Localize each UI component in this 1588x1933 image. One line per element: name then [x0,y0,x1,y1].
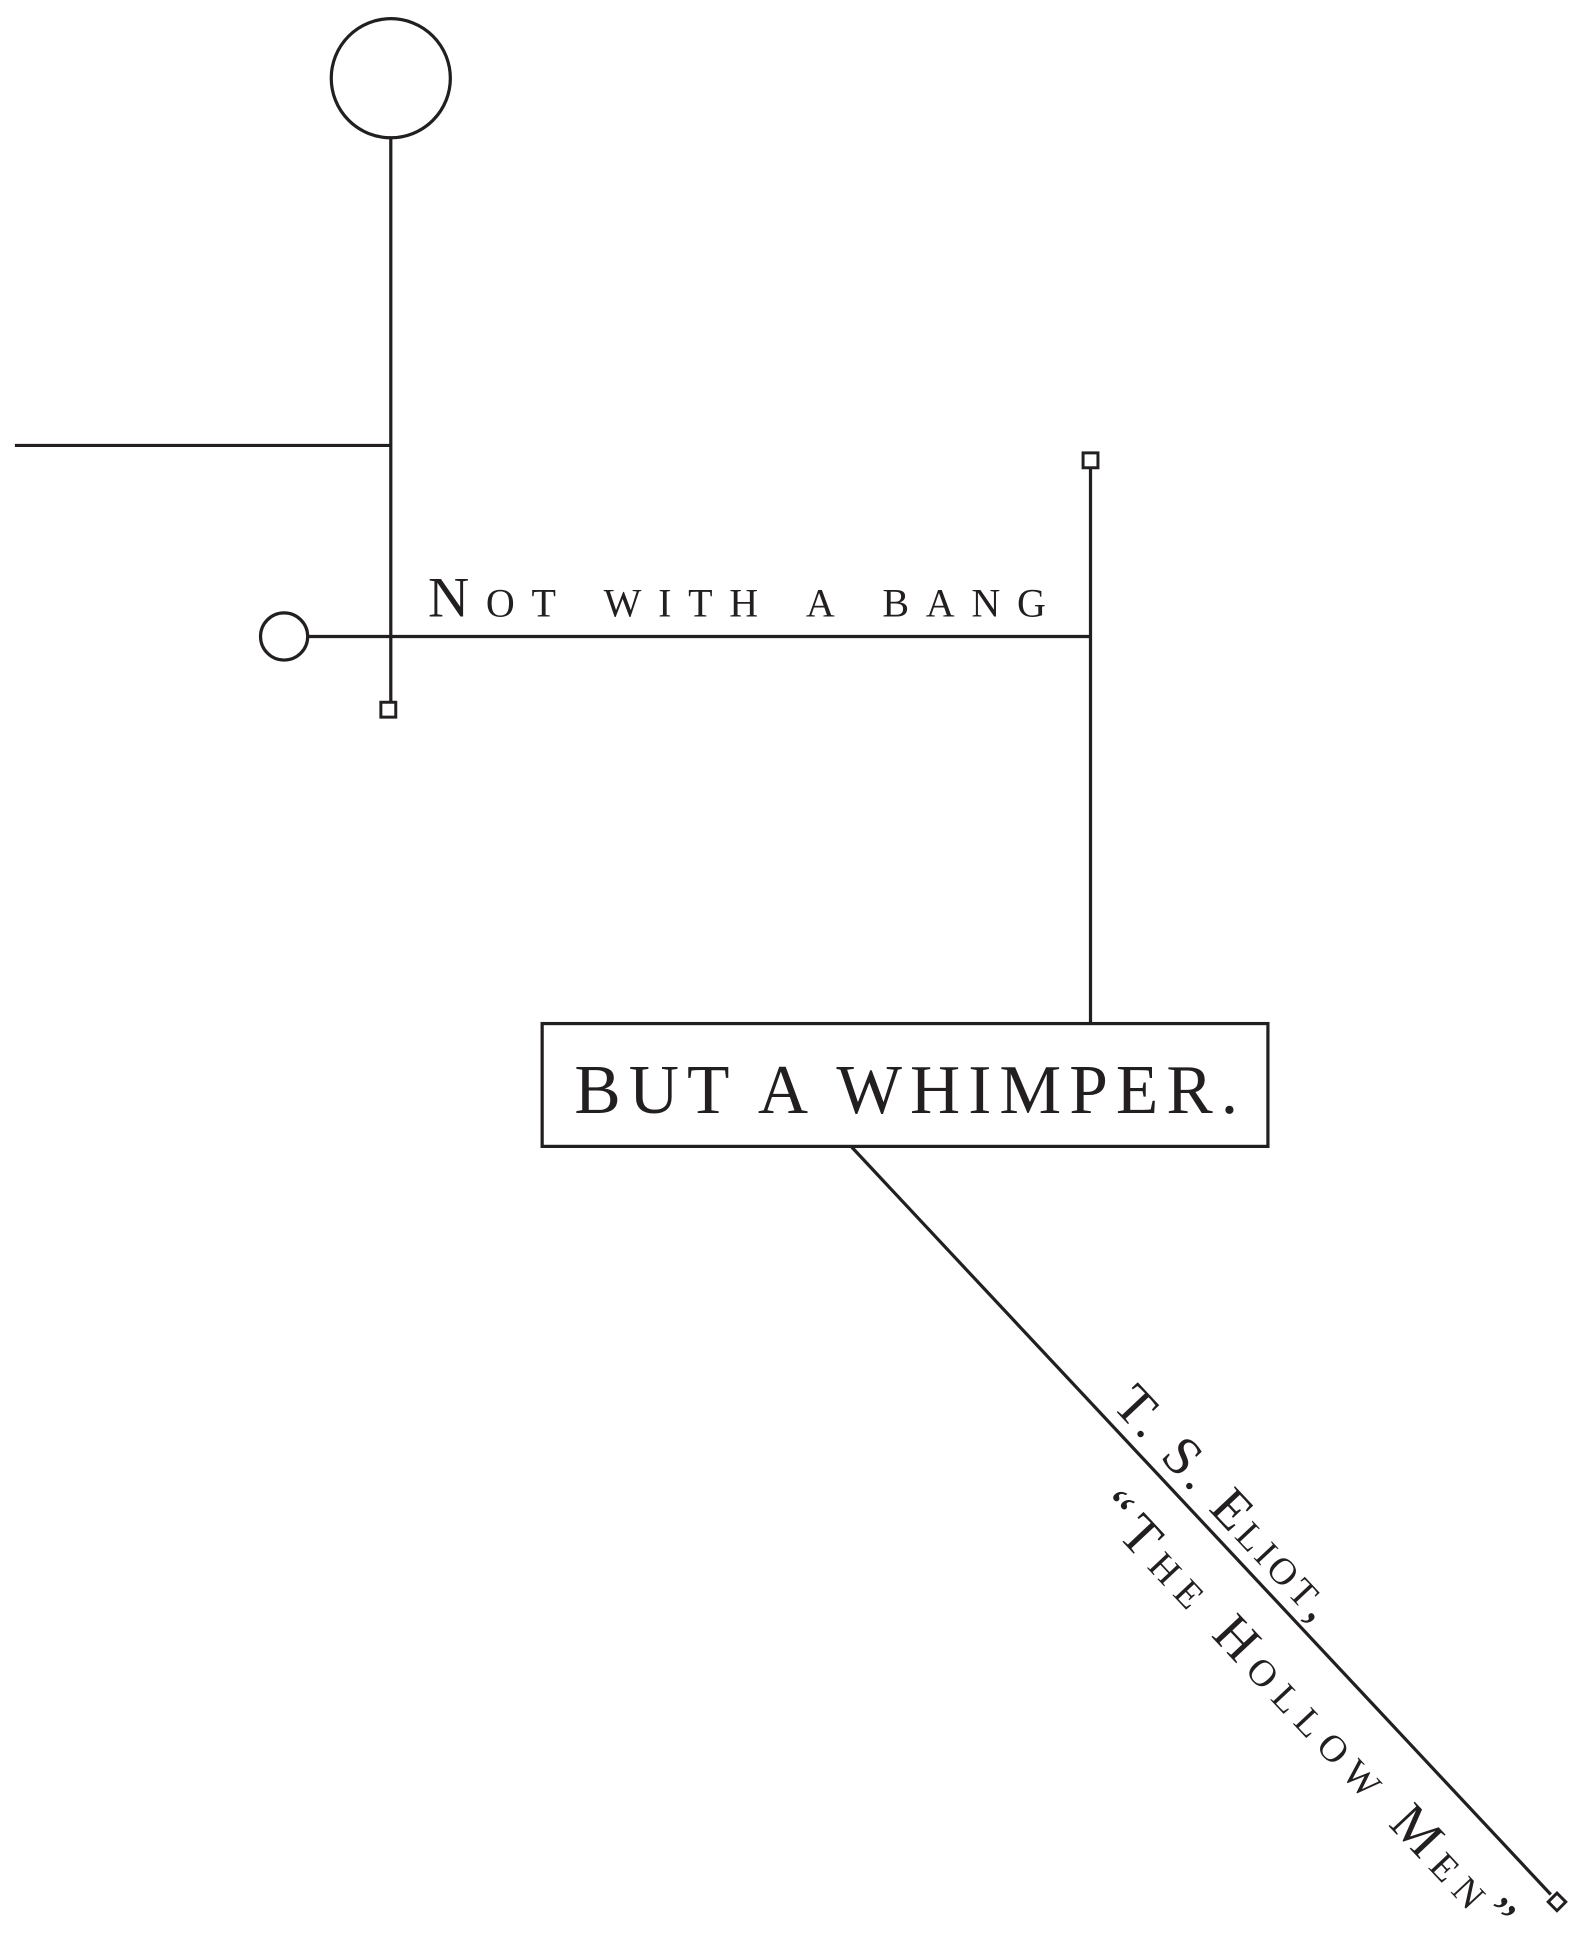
phrase-not-with-a-bang: Not with a bang [428,567,1046,630]
whimper-box [540,1021,1270,1149]
square-terminal-right [1081,451,1100,470]
diagonal-branch [849,1145,1552,1896]
phrase-but-a-whimper: BUT A WHIMPER. [574,1052,1238,1129]
attribution: T. S. Eliot, “The Hollow Men” [1085,1373,1528,1933]
small-circle-node [258,611,310,662]
large-circle-node [329,17,452,140]
diamond-terminal [1546,1891,1568,1913]
square-terminal-left [379,700,398,719]
